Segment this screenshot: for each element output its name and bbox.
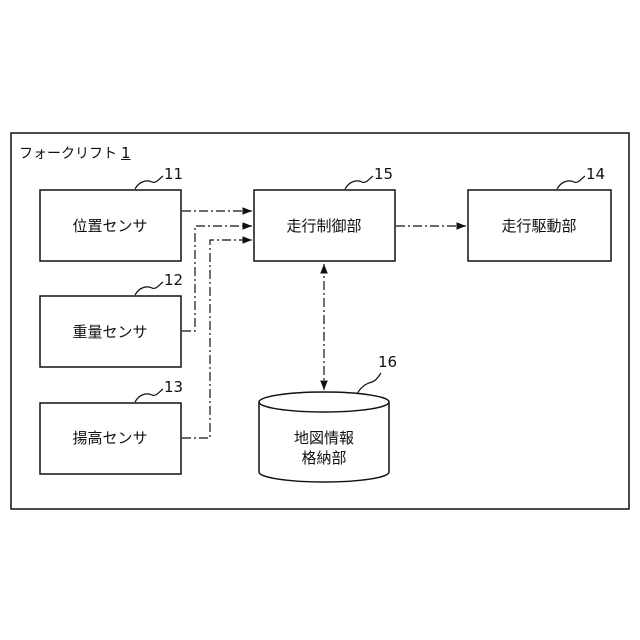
leader-16	[357, 373, 381, 394]
leader-12	[135, 282, 163, 295]
leader-15	[345, 176, 373, 189]
ref-15: 15	[374, 165, 393, 183]
leader-14	[557, 176, 585, 189]
ref-16: 16	[378, 353, 397, 371]
position-sensor-label: 位置センサ	[72, 216, 147, 236]
weight-sensor-label: 重量センサ	[72, 322, 147, 342]
forklift-title: フォークリフト1	[19, 143, 131, 163]
lift-sensor-label: 揚高センサ	[72, 428, 147, 448]
ref-14: 14	[586, 165, 605, 183]
leader-11	[135, 176, 163, 189]
forklift-ref-number: 1	[121, 144, 131, 162]
ref-11: 11	[164, 165, 183, 183]
leader-13	[135, 389, 163, 402]
connector-lift-to-control	[182, 240, 252, 438]
forklift-title-text: フォークリフト	[19, 146, 117, 162]
map-storage-label-line1: 地図情報	[294, 428, 354, 448]
map-storage-label: 地図情報 格納部	[294, 428, 354, 469]
ref-12: 12	[164, 271, 183, 289]
travel-drive-label: 走行駆動部	[501, 216, 576, 236]
connector-weight-to-control	[182, 226, 252, 331]
travel-control-label: 走行制御部	[286, 216, 361, 236]
map-storage-label-line2: 格納部	[294, 448, 354, 468]
ref-13: 13	[164, 378, 183, 396]
